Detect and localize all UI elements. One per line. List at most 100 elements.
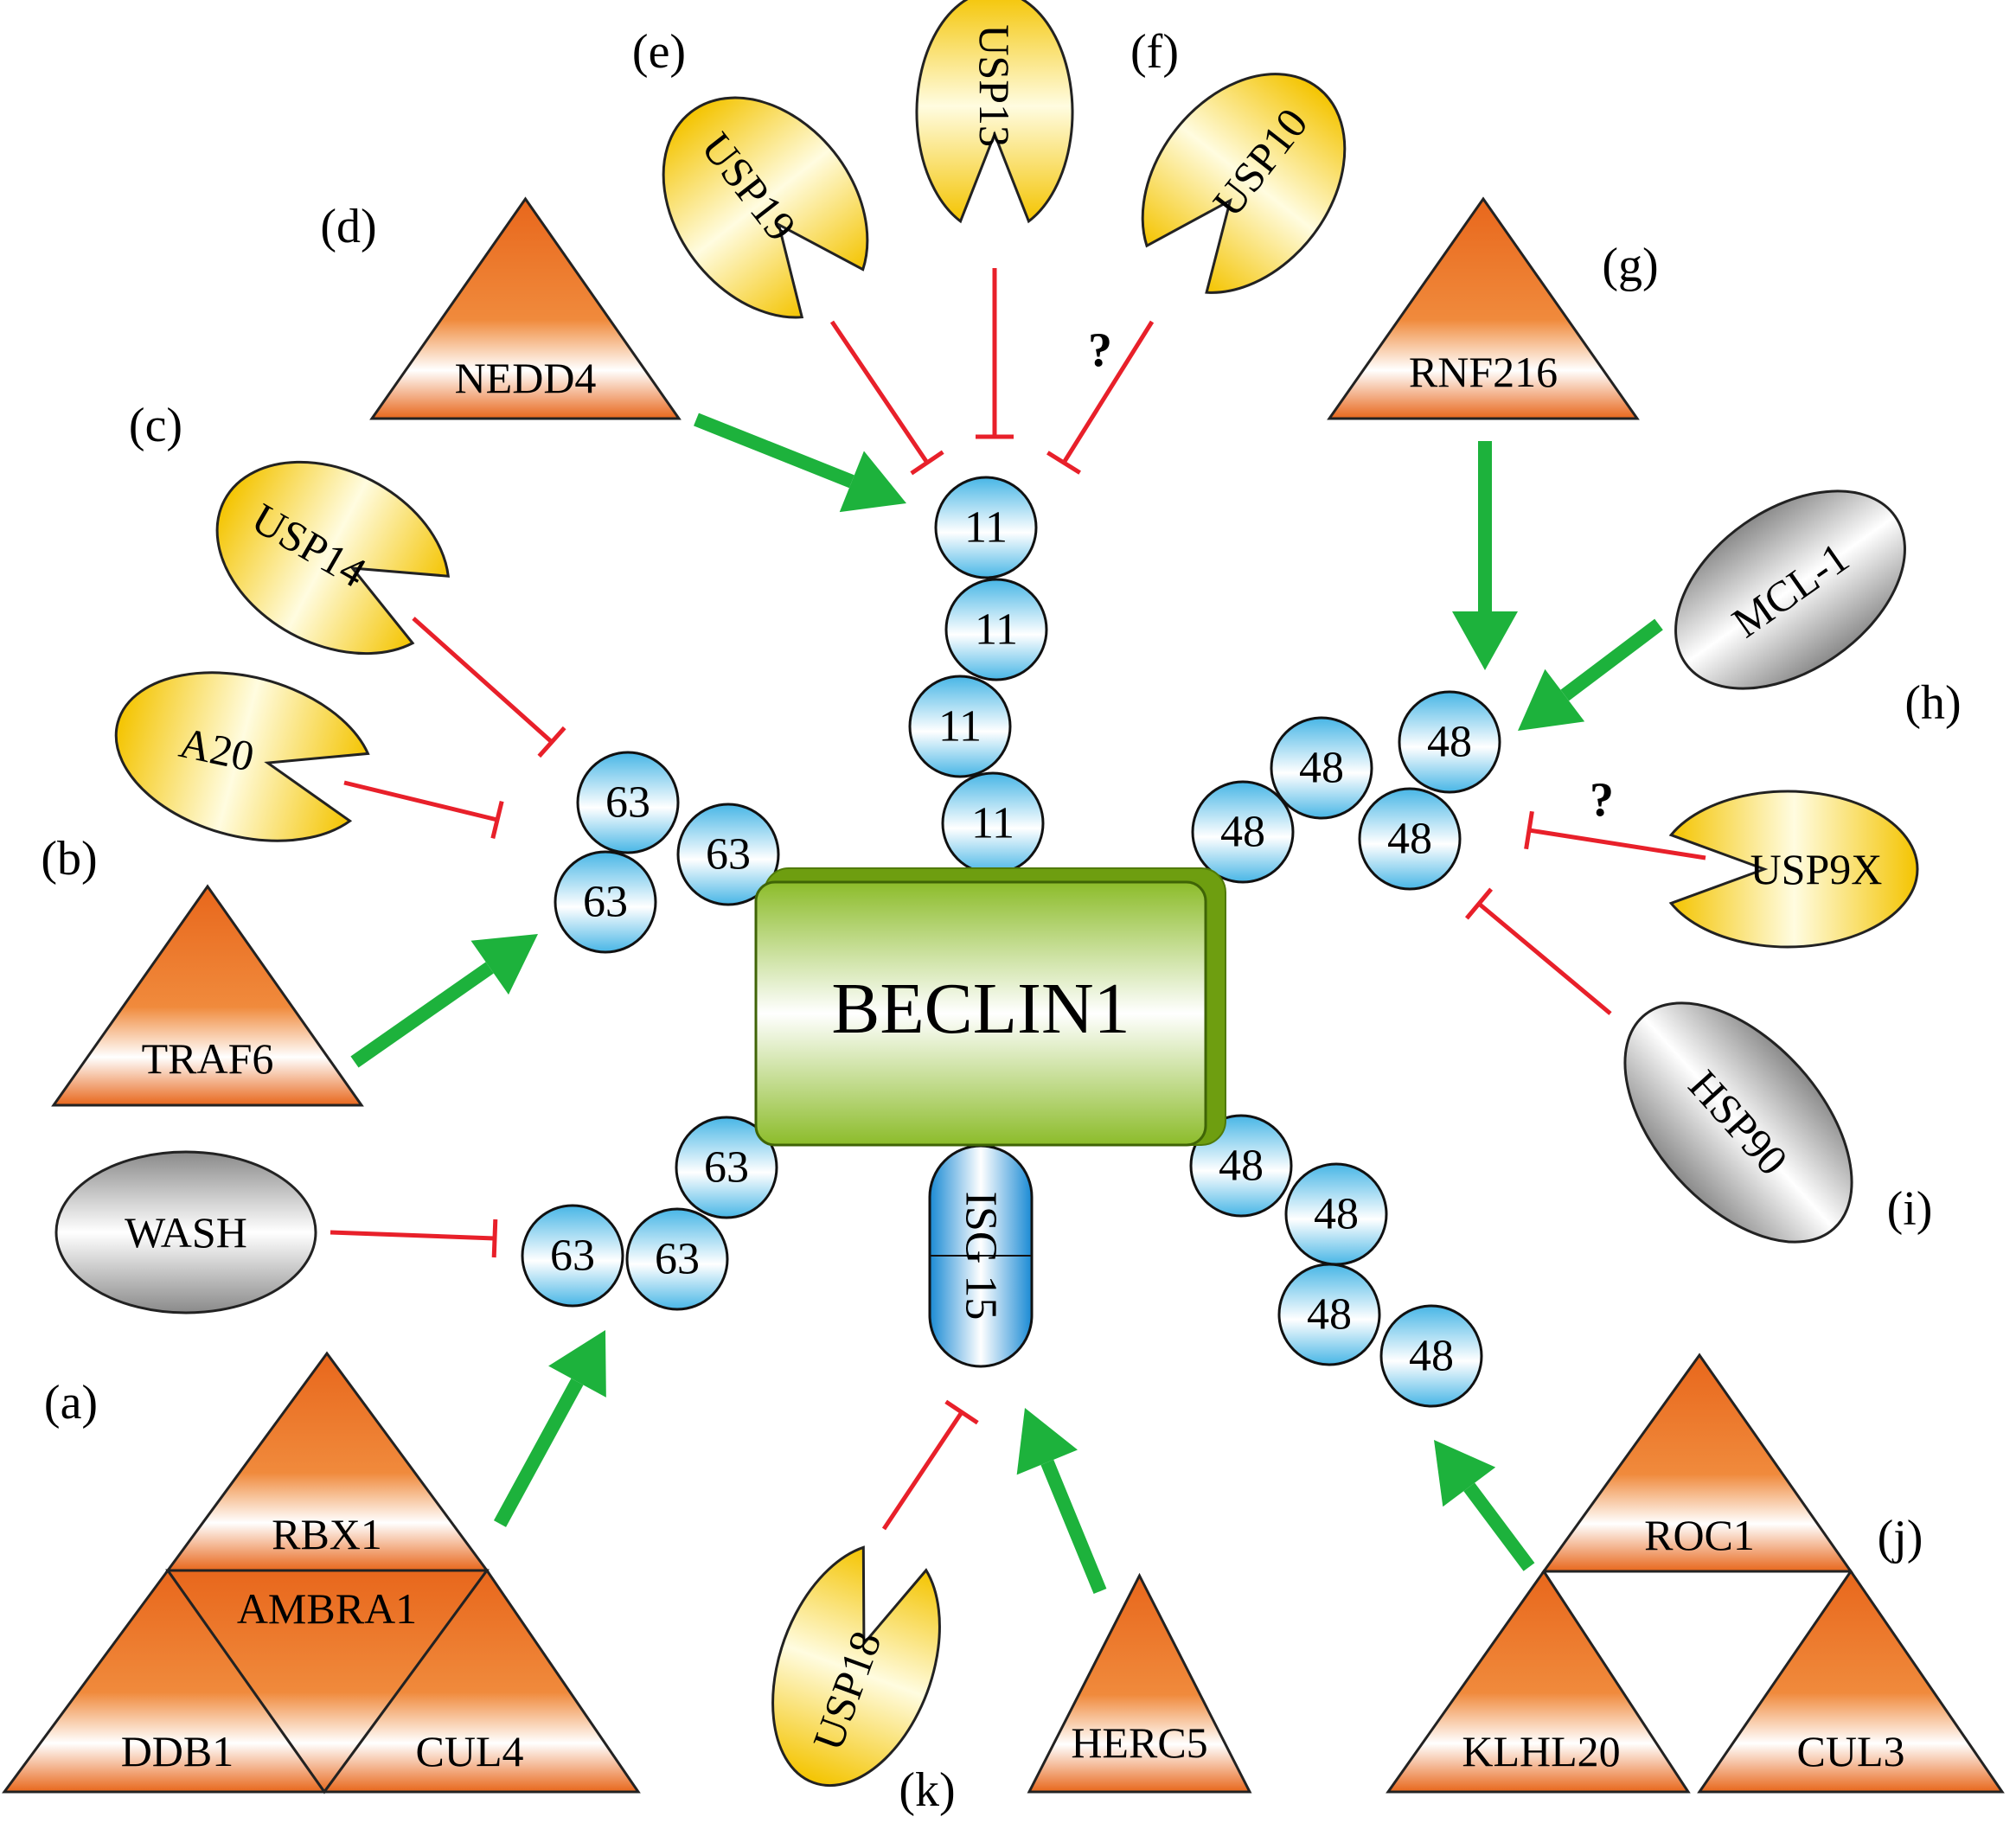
nedd4-triangle: NEDD4	[369, 196, 682, 420]
mcl1-oval: MCL-1	[1674, 489, 1906, 690]
inhibit-usp10-k11	[1046, 320, 1155, 475]
roc1-triangle	[1541, 1353, 1853, 1573]
herc5-triangle: HERC5	[1027, 1572, 1252, 1794]
isg15-label: ISG 15	[957, 1192, 1006, 1321]
k11-bead-2-label: 11	[975, 605, 1018, 655]
panel-label-j: (j)	[1878, 1511, 1923, 1564]
traf6-triangle-label: TRAF6	[142, 1034, 274, 1083]
k48-lower-bead-4-label: 48	[1409, 1332, 1454, 1381]
inhibit-usp14-k63	[412, 617, 566, 758]
nedd4-triangle-label: NEDD4	[455, 354, 597, 402]
arrow-rnf216-k48	[1452, 441, 1518, 670]
k63-lower-bead-3: 63	[521, 1204, 624, 1308]
k48-upper-bead-2-label: 48	[1299, 744, 1344, 793]
k11-bead-1-label: 11	[964, 503, 1008, 553]
rnf216-triangle-label: RNF216	[1409, 348, 1558, 396]
k63-upper-bead-1-label: 63	[605, 778, 650, 828]
wash-oval-label: WASH	[125, 1208, 247, 1257]
panel-label-h: (h)	[1904, 676, 1961, 730]
k63-lower-bead-2-label: 63	[655, 1235, 700, 1284]
k63-lower-bead-3-label: 63	[550, 1231, 595, 1281]
k63-upper-bead-1: 63	[576, 751, 680, 854]
klhl20-label: KLHL20	[1462, 1727, 1620, 1775]
k63-upper-bead-3-label: 63	[583, 878, 628, 927]
panel-label-k: (k)	[899, 1763, 955, 1817]
k48-upper-bead-4: 48	[1358, 787, 1462, 891]
k11-bead-1: 11	[934, 476, 1038, 579]
k63-upper-bead-2-label: 63	[706, 830, 751, 880]
beclin1-label: BECLIN1	[831, 969, 1130, 1049]
cul3-label: CUL3	[1797, 1727, 1905, 1775]
k48-upper-bead-2: 48	[1270, 716, 1373, 820]
inhibit-a20-k63	[343, 780, 504, 839]
ambra1-label: AMBRA1	[237, 1584, 417, 1633]
cul4-triangle	[322, 1568, 641, 1794]
inhibit-usp19-k11	[829, 320, 944, 476]
ubiquitin-chains: 111111116363636363634848484848484848ISG …	[521, 476, 1501, 1408]
question-mark-usp9x: ?	[1590, 773, 1614, 827]
k63-lower-bead-2: 63	[625, 1207, 729, 1311]
cul3-triangle	[1697, 1569, 2005, 1794]
arrow-herc5-isg15	[1016, 1408, 1107, 1595]
usp9x-pacman-label: USP9X	[1750, 845, 1883, 893]
k48-upper-bead-1: 48	[1191, 780, 1295, 884]
traf6-triangle: TRAF6	[51, 884, 364, 1107]
k11-bead-4: 11	[941, 771, 1045, 875]
arrow-mcl1-k48	[1518, 618, 1663, 731]
wash-oval: WASH	[54, 1150, 317, 1314]
k48-lower-bead-2-label: 48	[1314, 1190, 1359, 1239]
cul4-label: CUL4	[416, 1727, 524, 1775]
k48-upper-bead-3: 48	[1398, 690, 1501, 794]
inhibit-usp13-k11	[976, 268, 1014, 439]
usp10-pacman: USP10	[1141, 73, 1347, 294]
panel-label-i: (i)	[1887, 1182, 1933, 1236]
panel-label-g: (g)	[1602, 239, 1658, 292]
inhibit-wash-k63	[330, 1219, 498, 1258]
ddb1-triangle	[2, 1568, 327, 1794]
rnf216-triangle: RNF216	[1327, 196, 1640, 420]
inhibit-usp9x-k48	[1524, 810, 1706, 860]
beclin1-box: BECLIN1	[754, 867, 1226, 1147]
k48-lower-bead-3-label: 48	[1307, 1290, 1352, 1340]
k63-upper-bead-2: 63	[676, 803, 780, 906]
question-mark-usp10: ?	[1088, 323, 1112, 377]
panel-label-e: (e)	[632, 25, 686, 79]
inhibit-hsp90-k48	[1464, 887, 1612, 1015]
k48-upper-bead-1-label: 48	[1220, 808, 1265, 857]
k48-lower-bead-2: 48	[1284, 1162, 1388, 1266]
panel-label-d: (d)	[320, 200, 376, 253]
k48-lower-bead-4: 48	[1379, 1304, 1483, 1408]
ddb1-label: DDB1	[121, 1727, 234, 1775]
k11-bead-2: 11	[944, 578, 1048, 681]
k48-upper-bead-4-label: 48	[1387, 815, 1432, 864]
a20-pacman: A20	[114, 671, 370, 842]
k63-lower-bead-1: 63	[675, 1116, 778, 1219]
inhibit-usp18-isg15	[881, 1399, 979, 1531]
usp14-pacman: USP14	[215, 460, 450, 656]
usp13-pacman: USP13	[915, 0, 1074, 224]
herc5-triangle-label: HERC5	[1071, 1718, 1207, 1767]
k48-lower-bead-1-label: 48	[1219, 1142, 1264, 1191]
usp13-pacman-label: USP13	[970, 24, 1019, 147]
arrow-ambra1-k63	[493, 1330, 606, 1527]
panel-label-c: (c)	[129, 399, 182, 452]
arrow-klhl20-k48	[1434, 1440, 1535, 1571]
usp9x-pacman: USP9X	[1668, 790, 1919, 949]
arrow-traf6-k63	[350, 934, 538, 1068]
panel-labels: (a) (b) (c) (d) (e) (f) (g) (h) (i) (j) (k)	[41, 25, 1961, 1817]
arrow-nedd4-k11	[694, 413, 906, 513]
k11-bead-3: 11	[908, 675, 1012, 778]
k63-lower-bead-1-label: 63	[704, 1143, 749, 1193]
roc1-label: ROC1	[1644, 1511, 1755, 1559]
panel-label-b: (b)	[41, 832, 97, 886]
isg15: ISG 15	[928, 1144, 1034, 1368]
k11-bead-4-label: 11	[971, 799, 1014, 848]
panel-label-f: (f)	[1130, 25, 1179, 79]
k63-upper-bead-3: 63	[554, 850, 657, 954]
panel-label-a: (a)	[44, 1376, 98, 1430]
hsp90-oval: HSP90	[1623, 1001, 1853, 1244]
k48-lower-bead-3: 48	[1277, 1263, 1381, 1366]
